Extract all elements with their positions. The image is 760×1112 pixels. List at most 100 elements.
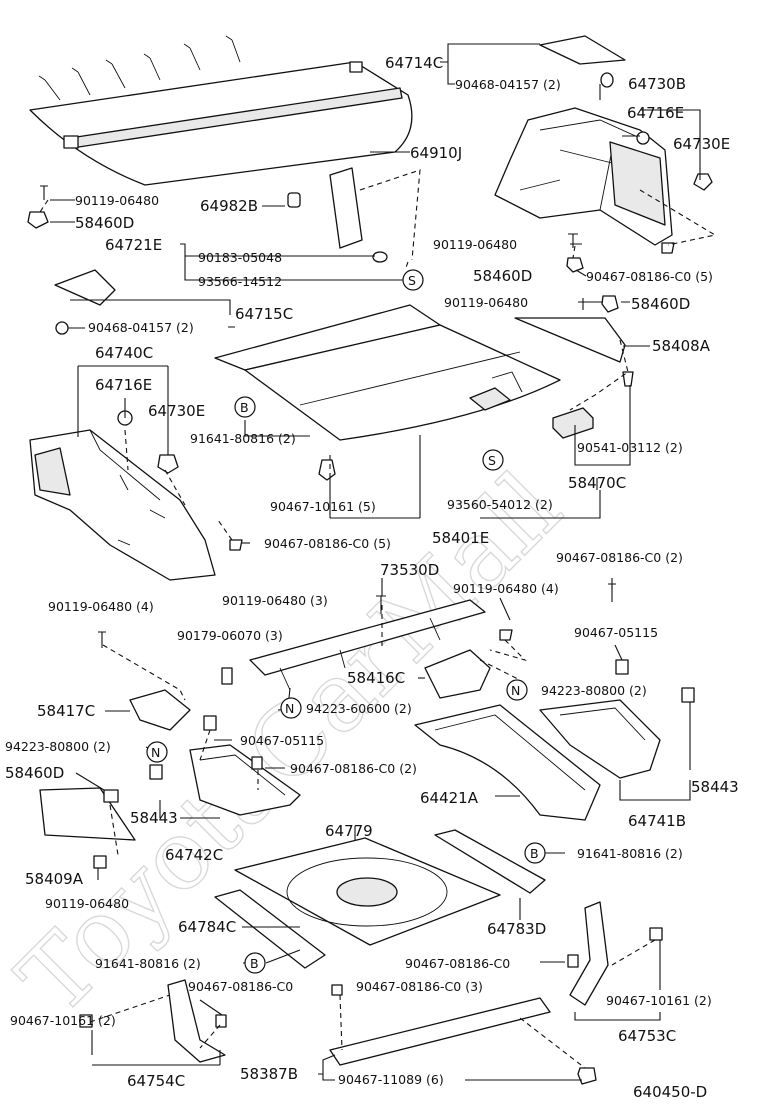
label-58460d-d: 58460D [5, 764, 64, 782]
label-58470c: 58470C [568, 474, 626, 492]
clip-64730e-l [157, 454, 179, 474]
bracket-64784c [214, 889, 326, 969]
label-90467-c0-single: 90467-08186-C0 [405, 956, 510, 971]
clip-64716e-r [636, 131, 650, 145]
svg-text:N: N [151, 745, 160, 760]
label-90119-b: 90119-06480 [433, 237, 517, 252]
screw-90119-4b [98, 631, 106, 648]
label-93566: 93566-14512 [198, 274, 282, 289]
clip-64982b [287, 192, 301, 208]
panel-64721e-part [329, 167, 363, 249]
svg-text:S: S [488, 453, 496, 468]
symbol-s-b: S [482, 449, 504, 471]
label-94223-80800-l: 94223-80800 (2) [5, 739, 111, 754]
svg-text:B: B [250, 956, 259, 971]
label-90467-c0-a: 90467-08186-C0 [188, 979, 293, 994]
label-90467-r1: 90467-08186-C0 (5) [586, 269, 713, 284]
diagram-code: 640450-D [633, 1083, 707, 1101]
label-58417c: 58417C [37, 702, 95, 720]
label-64721e: 64721E [105, 236, 162, 254]
clip-90467-10161-a [318, 459, 336, 481]
symbol-b-a: B [234, 396, 256, 418]
panel-58409a [39, 787, 136, 841]
clip-90467-c0-a [215, 1014, 227, 1028]
label-93560: 93560-54012 (2) [447, 497, 553, 512]
bracket-58417c [129, 689, 191, 731]
clip-90467-05115-a [615, 659, 629, 675]
leader-lines [50, 43, 701, 1081]
label-90119-c: 90119-06480 [444, 295, 528, 310]
svg-text:N: N [511, 683, 520, 698]
label-64740c: 64740C [95, 344, 153, 362]
clip-90468-a [600, 72, 614, 88]
bracket-58416c [424, 649, 491, 699]
label-90468-b: 90468-04157 (2) [88, 320, 194, 335]
label-64783d: 64783D [487, 920, 546, 938]
clip-90467-05115-b [203, 715, 217, 731]
part-labels: 64714C 90468-04157 (2) 64730B 64716E 647… [5, 54, 739, 1101]
label-90467-c0-2: 90467-08186-C0 (2) [556, 550, 683, 565]
bracket-64783d [434, 829, 546, 894]
symbol-b-c: B [244, 952, 266, 974]
label-64742c: 64742C [165, 846, 223, 864]
label-64716e-l: 64716E [95, 376, 152, 394]
label-64730e-r: 64730E [673, 135, 730, 153]
tray-64741b-part [539, 699, 661, 779]
clip-90467-c0-single [567, 954, 579, 968]
label-64741b: 64741B [628, 812, 686, 830]
symbol-b-b: B [524, 842, 546, 864]
label-73530d: 73530D [380, 561, 439, 579]
sill-58387b [329, 997, 551, 1066]
symbol-s-a: S [402, 269, 424, 291]
screw-clip-left-top [27, 185, 49, 229]
clip-58443-r [681, 687, 695, 703]
dashed-lines [39, 169, 717, 1069]
clip-90467-10161-b [649, 927, 663, 941]
clip-90467-11089 [577, 1067, 597, 1085]
screws-right-mid [566, 233, 675, 313]
label-90467-c0-3: 90467-08186-C0 (3) [356, 979, 483, 994]
svg-text:S: S [408, 273, 416, 288]
label-90467-05115-a: 90467-05115 [574, 625, 658, 640]
clip-58460d-d [103, 789, 119, 803]
screw-90119-3 [376, 595, 386, 614]
label-58460d-c: 58460D [631, 295, 690, 313]
tray-64421a-part [414, 704, 601, 821]
clip-90467-c0-2b [251, 756, 263, 770]
spare-tire-cover-part [234, 837, 501, 946]
clip-90119-d [93, 855, 107, 869]
label-64910j: 64910J [410, 144, 462, 162]
clip-90467-10161-c [79, 1014, 93, 1028]
block-58470c [552, 407, 594, 439]
cover-64714c-part [539, 35, 626, 65]
label-91641-a: 91641-80816 (2) [190, 431, 296, 446]
label-64716e-r: 64716E [627, 104, 684, 122]
symbol-n-b: N [280, 697, 302, 719]
label-58408a: 58408A [652, 337, 711, 355]
label-64730b: 64730B [628, 75, 686, 93]
label-90119-4a: 90119-06480 (4) [453, 581, 559, 596]
label-91641-c: 91641-80816 (2) [95, 956, 201, 971]
clip-90119-4a [499, 629, 513, 641]
clip-58443-l [149, 764, 163, 780]
label-90119-4b: 90119-06480 (4) [48, 599, 154, 614]
clip-64730e-r [693, 173, 713, 191]
label-58401e: 58401E [432, 529, 489, 547]
label-90183: 90183-05048 [198, 250, 282, 265]
part-64715c [54, 269, 116, 306]
label-64421a: 64421A [420, 789, 479, 807]
label-64753c: 64753C [618, 1027, 676, 1045]
right-quarter-trim-part [494, 107, 673, 246]
clip-90541 [622, 371, 634, 387]
label-90468-a: 90468-04157 (2) [455, 77, 561, 92]
label-91641-b: 91641-80816 (2) [577, 846, 683, 861]
label-64730e-l: 64730E [148, 402, 205, 420]
label-90119-3: 90119-06480 (3) [222, 593, 328, 608]
label-90541: 90541-03112 (2) [577, 440, 683, 455]
clip-90179 [221, 667, 233, 685]
label-64754c: 64754C [127, 1072, 185, 1090]
label-94223-60600: 94223-60600 (2) [306, 701, 412, 716]
svg-text:B: B [240, 400, 249, 415]
label-94223-80800-r: 94223-80800 (2) [541, 683, 647, 698]
